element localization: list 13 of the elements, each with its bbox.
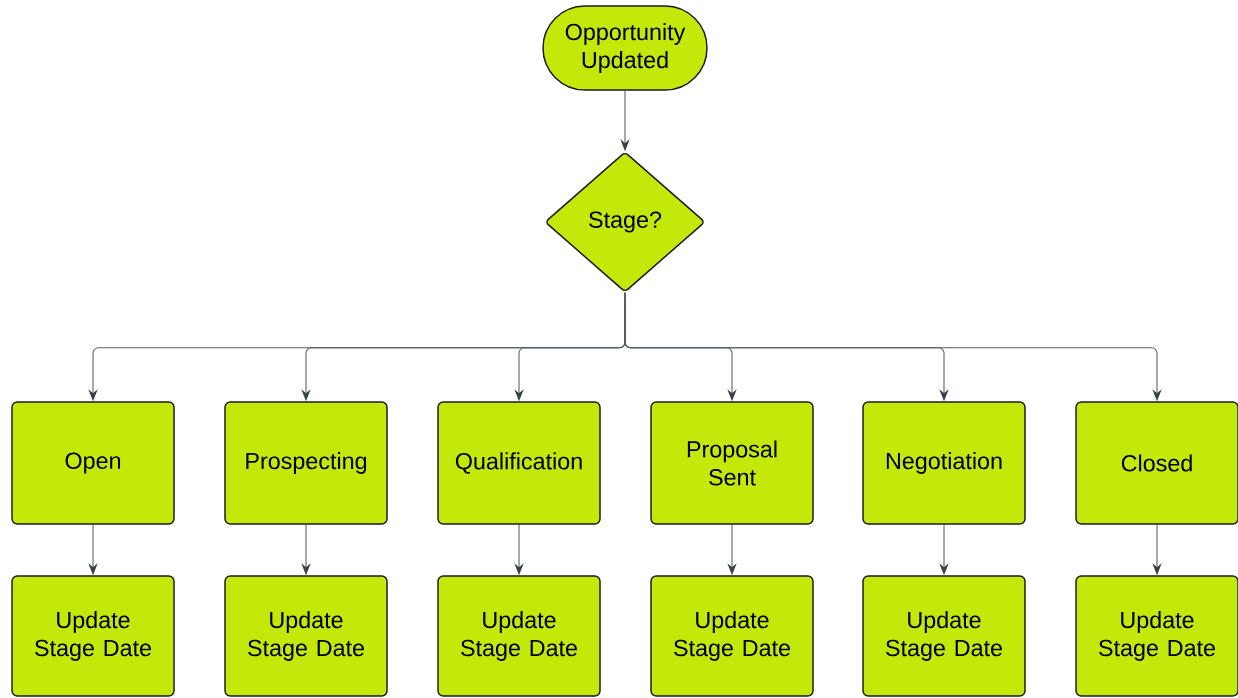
process-box: Proposal Sent	[650, 401, 814, 525]
process-box: Update Stage Date	[437, 575, 601, 697]
process-box: Prospecting	[224, 401, 388, 525]
process-box: Closed	[1075, 401, 1238, 525]
process-box: Update Stage Date	[11, 575, 175, 697]
process-box: Open	[11, 401, 175, 525]
process-box: Update Stage Date	[862, 575, 1026, 697]
process-box: Update Stage Date	[1075, 575, 1238, 697]
start-terminal: Opportunity Updated	[542, 5, 708, 91]
process-box: Update Stage Date	[224, 575, 388, 697]
process-box: Qualification	[437, 401, 601, 525]
process-box: Negotiation	[862, 401, 1026, 525]
process-box: Update Stage Date	[650, 575, 814, 697]
